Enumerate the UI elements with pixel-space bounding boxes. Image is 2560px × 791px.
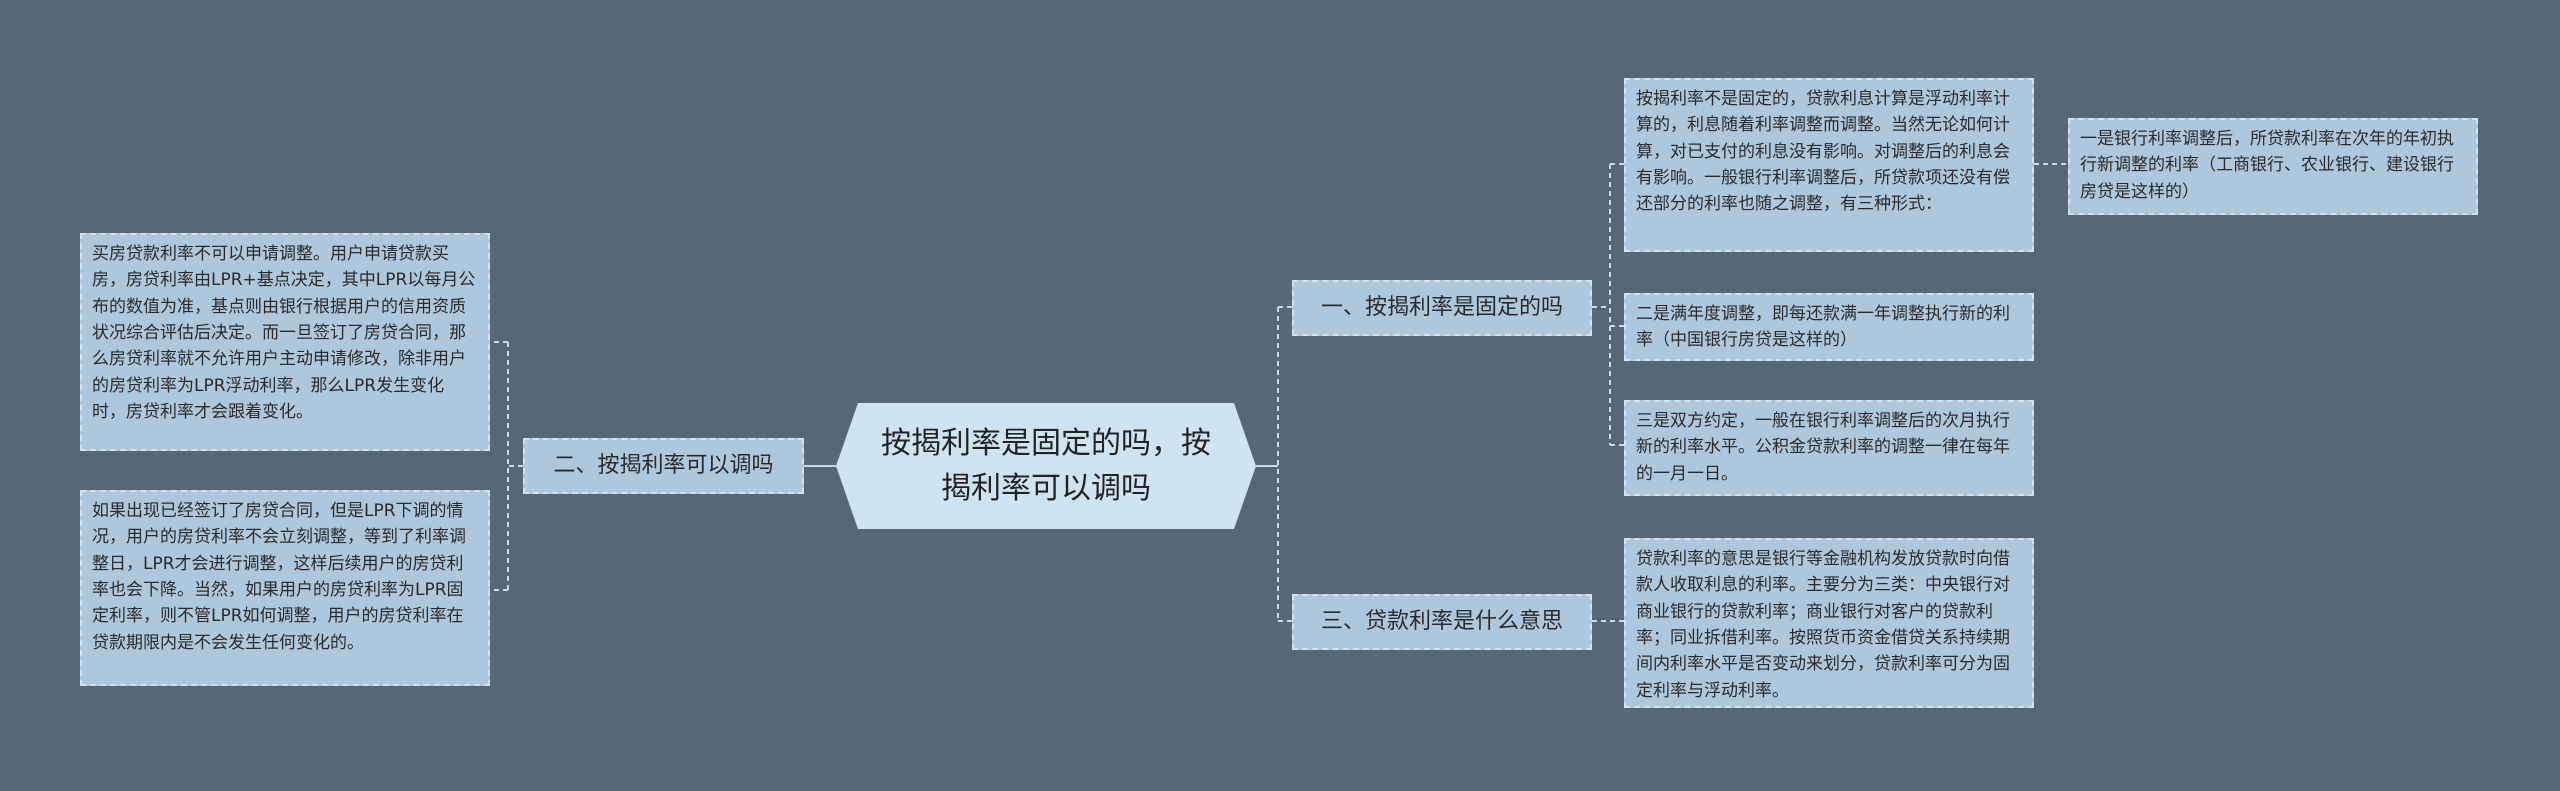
leaf-b3-a-text: 贷款利率的意思是银行等金融机构发放贷款时向借款人收取利息的利率。主要分为三类：中…: [1636, 549, 2010, 701]
leaf-b1-main-sub[interactable]: 一是银行利率调整后，所贷款利率在次年的年初执行新调整的利率（工商银行、农业银行、…: [2068, 118, 2478, 215]
root-title: 按揭利率是固定的吗，按揭利率可以调吗: [881, 426, 1211, 506]
leaf-b1-third[interactable]: 三是双方约定，一般在银行利率调整后的次月执行新的利率水平。公积金贷款利率的调整一…: [1624, 400, 2034, 496]
branch-loan-rate-meaning-label: 三、贷款利率是什么意思: [1320, 608, 1563, 634]
branch-fixed-rate-label: 一、按揭利率是固定的吗: [1320, 294, 1563, 320]
leaf-b2-b[interactable]: 如果出现已经签订了房贷合同，但是LPR下调的情况，用户的房贷利率不会立刻调整，等…: [80, 490, 490, 686]
branch-adjustable[interactable]: 二、按揭利率可以调吗: [523, 438, 804, 494]
leaf-b1-main-sub-text: 一是银行利率调整后，所贷款利率在次年的年初执行新调整的利率（工商银行、农业银行、…: [2080, 129, 2454, 202]
leaf-b3-a[interactable]: 贷款利率的意思是银行等金融机构发放贷款时向借款人收取利息的利率。主要分为三类：中…: [1624, 538, 2034, 708]
leaf-b2-a-text: 买房贷款利率不可以申请调整。用户申请贷款买房，房贷利率由LPR+基点决定，其中L…: [92, 244, 476, 423]
leaf-b1-second-text: 二是满年度调整，即每还款满一年调整执行新的利率（中国银行房贷是这样的）: [1636, 304, 2010, 351]
leaf-b1-main[interactable]: 按揭利率不是固定的，贷款利息计算是浮动利率计算的，利息随着利率调整而调整。当然无…: [1624, 78, 2034, 252]
branch-loan-rate-meaning[interactable]: 三、贷款利率是什么意思: [1292, 594, 1592, 650]
leaf-b1-second[interactable]: 二是满年度调整，即每还款满一年调整执行新的利率（中国银行房贷是这样的）: [1624, 293, 2034, 361]
leaf-b2-b-text: 如果出现已经签订了房贷合同，但是LPR下调的情况，用户的房贷利率不会立刻调整，等…: [92, 501, 466, 653]
leaf-b1-main-text: 按揭利率不是固定的，贷款利息计算是浮动利率计算的，利息随着利率调整而调整。当然无…: [1636, 89, 2010, 215]
leaf-b2-a[interactable]: 买房贷款利率不可以申请调整。用户申请贷款买房，房贷利率由LPR+基点决定，其中L…: [80, 233, 490, 451]
branch-fixed-rate[interactable]: 一、按揭利率是固定的吗: [1292, 280, 1592, 336]
leaf-b1-third-text: 三是双方约定，一般在银行利率调整后的次月执行新的利率水平。公积金贷款利率的调整一…: [1636, 411, 2010, 484]
branch-adjustable-label: 二、按揭利率可以调吗: [553, 452, 774, 478]
root-topic[interactable]: 按揭利率是固定的吗，按揭利率可以调吗: [836, 403, 1256, 529]
